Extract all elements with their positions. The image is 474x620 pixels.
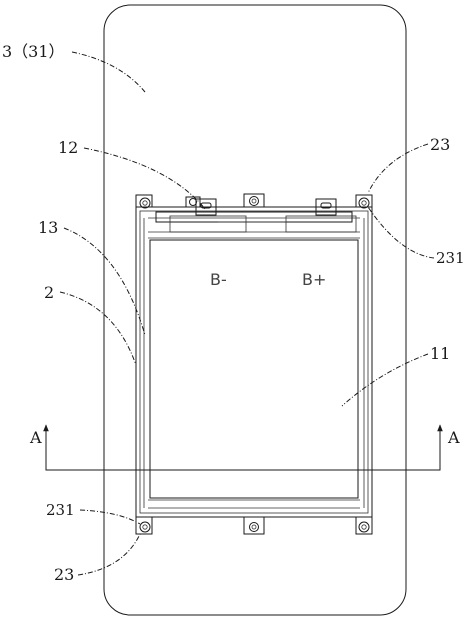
terminal-negative-mark: B- [210, 270, 227, 289]
label-top-bracket: 12 [58, 138, 78, 157]
section-label-left: A [29, 428, 42, 447]
section-line [43, 424, 443, 471]
frame [135, 193, 373, 535]
label-hole-sub-top-right: 231 [436, 249, 465, 267]
top-bracket [148, 198, 360, 239]
label-cell: 11 [430, 344, 450, 363]
leader-lines [59, 51, 435, 576]
label-frame-side: 13 [38, 218, 58, 237]
label-hole-top-right: 23 [430, 135, 450, 154]
terminal-positive-mark: B+ [302, 270, 326, 289]
label-plate: 3（31） [2, 42, 65, 61]
label-hole-bottom-left: 23 [54, 565, 74, 584]
label-hole-sub-bottom-left: 231 [46, 501, 75, 519]
cell-body [149, 239, 359, 499]
plate-outline [103, 4, 407, 616]
section-label-right: A [447, 428, 460, 447]
label-frame: 2 [44, 283, 54, 302]
mounting-holes [139, 196, 370, 533]
